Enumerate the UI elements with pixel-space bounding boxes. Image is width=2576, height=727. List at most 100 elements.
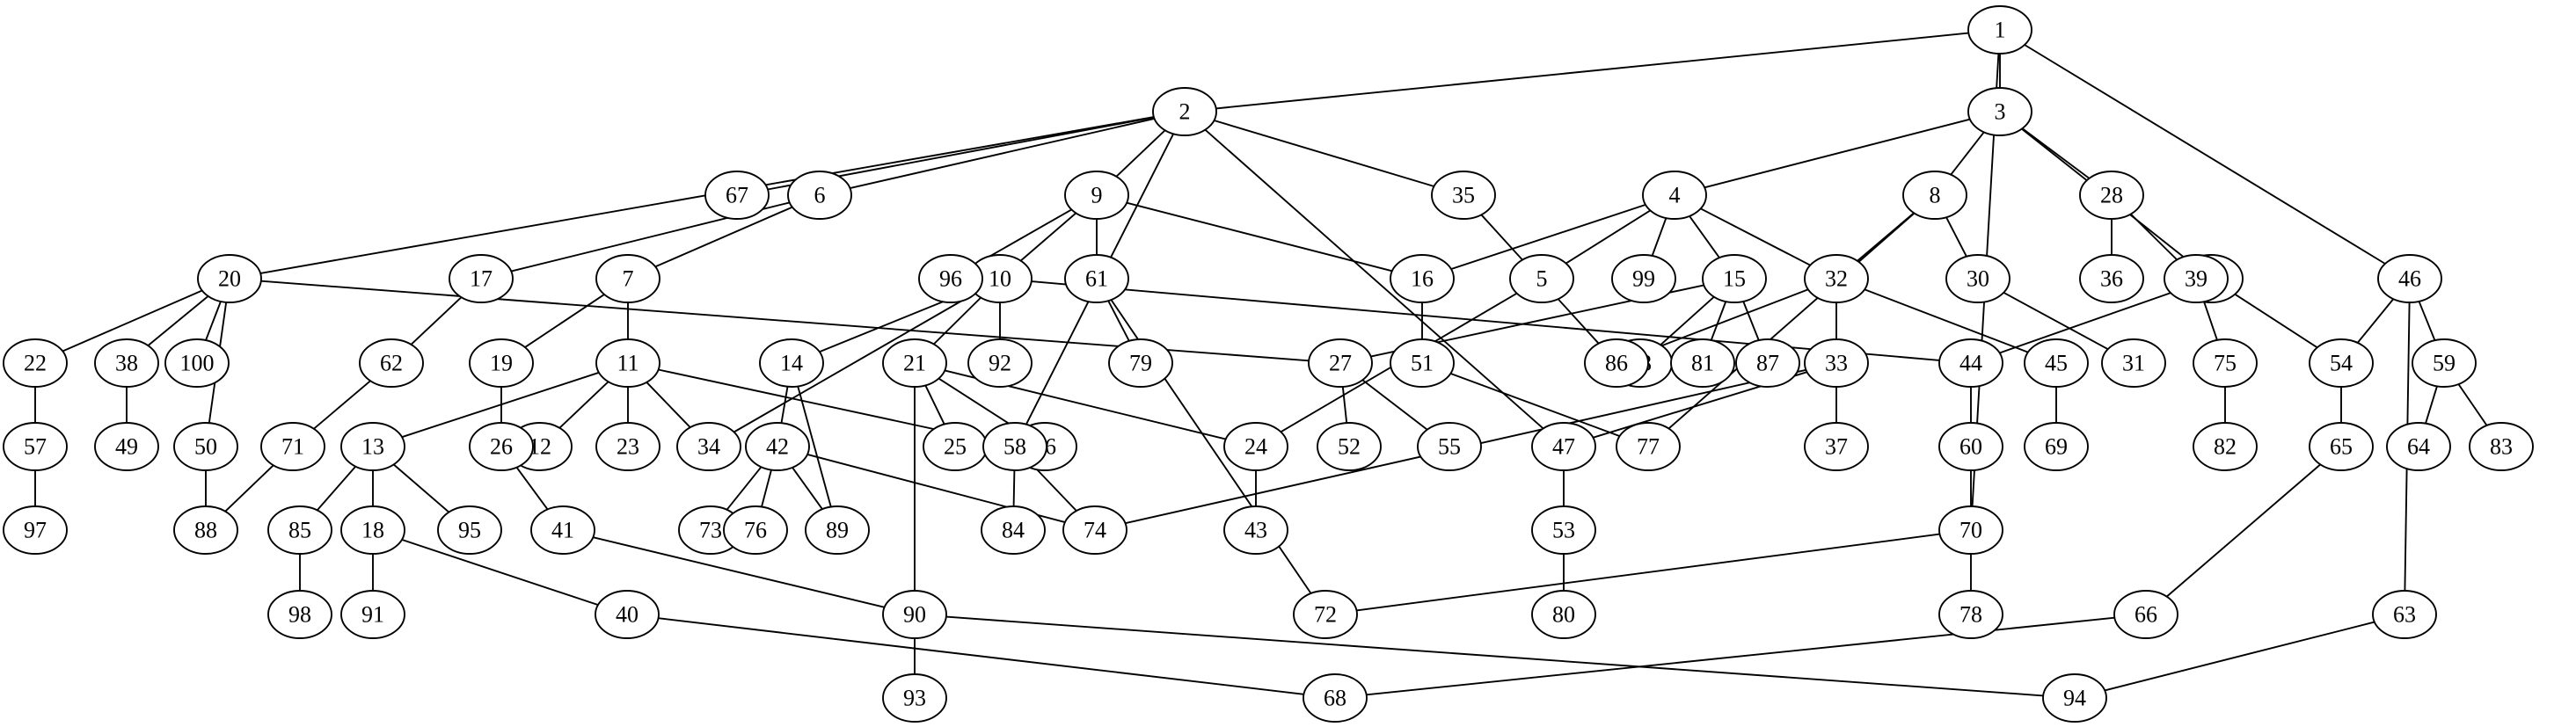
edge-28-39 <box>2130 213 2178 261</box>
edge-46-59 <box>2418 301 2436 341</box>
node-84: 84 <box>981 505 1046 555</box>
edge-3-28 <box>2021 127 2091 179</box>
node-ellipse <box>267 590 332 639</box>
node-98: 98 <box>267 590 332 639</box>
node-24: 24 <box>1223 422 1288 471</box>
node-51: 51 <box>1390 338 1455 388</box>
node-61: 61 <box>1064 254 1129 303</box>
node-ellipse <box>595 338 660 388</box>
node-50: 50 <box>173 422 238 471</box>
node-37: 37 <box>1804 422 1869 471</box>
node-ellipse <box>173 505 238 555</box>
node-label: 86 <box>1605 351 1628 376</box>
node-82: 82 <box>2193 422 2258 471</box>
node-ellipse <box>3 338 68 388</box>
node-15: 15 <box>1702 254 1767 303</box>
node-72: 72 <box>1293 590 1358 639</box>
node-label: 60 <box>1959 434 1982 460</box>
edge-1-2 <box>1215 32 1969 110</box>
edge-17-62 <box>410 296 463 345</box>
node-ellipse <box>1584 338 1649 388</box>
edge-18-40 <box>401 538 599 607</box>
edge-20-38 <box>147 295 209 346</box>
node-93: 93 <box>882 673 947 723</box>
node-1: 1 <box>1967 5 2032 55</box>
node-ellipse <box>2377 254 2442 303</box>
node-81: 81 <box>1670 338 1735 388</box>
node-ellipse <box>704 171 770 220</box>
node-30: 30 <box>1945 254 2010 303</box>
node-label: 8 <box>1930 183 1941 208</box>
node-label: 30 <box>1967 266 1989 292</box>
edge-29-54 <box>2234 293 2318 349</box>
node-2: 2 <box>1152 87 1217 136</box>
node-label: 95 <box>458 518 481 543</box>
node-label: 31 <box>2122 351 2145 376</box>
edge-13-85 <box>316 465 357 512</box>
node-43: 43 <box>1223 505 1288 555</box>
node-65: 65 <box>2309 422 2374 471</box>
node-ellipse <box>1642 171 1707 220</box>
node-label: 68 <box>1324 686 1346 711</box>
node-label: 42 <box>766 434 789 460</box>
node-ellipse <box>882 590 947 639</box>
node-36: 36 <box>2079 254 2144 303</box>
edge-32-86 <box>1644 288 1809 353</box>
node-33: 33 <box>1804 338 1869 388</box>
node-ellipse <box>1945 254 2010 303</box>
node-label: 7 <box>623 266 634 292</box>
edge-71-88 <box>224 464 274 513</box>
node-91: 91 <box>340 590 405 639</box>
node-27: 27 <box>1308 338 1373 388</box>
node-ellipse <box>267 505 332 555</box>
node-ellipse <box>340 590 405 639</box>
node-ellipse <box>787 171 852 220</box>
node-92: 92 <box>967 338 1033 388</box>
node-label: 87 <box>1756 351 1779 376</box>
node-ellipse <box>1317 422 1382 471</box>
edge-9-10 <box>1019 212 1077 262</box>
node-label: 64 <box>2407 434 2430 460</box>
node-ellipse <box>595 254 660 303</box>
node-label: 89 <box>826 518 849 543</box>
node-label: 88 <box>194 518 217 543</box>
node-label: 23 <box>617 434 639 460</box>
node-79: 79 <box>1108 338 1173 388</box>
node-60: 60 <box>1938 422 2003 471</box>
node-label: 17 <box>470 266 493 292</box>
node-ellipse <box>1804 422 1869 471</box>
edge-9-16 <box>1126 201 1393 273</box>
node-20: 20 <box>197 254 262 303</box>
edge-2-47 <box>1204 128 1544 430</box>
node-label: 40 <box>616 602 639 628</box>
node-label: 76 <box>744 518 767 543</box>
node-ellipse <box>2372 590 2437 639</box>
node-ellipse <box>1390 254 1455 303</box>
node-ellipse <box>1938 505 2003 555</box>
node-label: 54 <box>2330 351 2353 376</box>
node-40: 40 <box>595 590 660 639</box>
node-ellipse <box>2193 422 2258 471</box>
node-label: 36 <box>2100 266 2123 292</box>
node-label: 2 <box>1179 99 1191 125</box>
node-label: 90 <box>903 602 926 628</box>
edge-32-45 <box>1864 288 2029 353</box>
edge-14-42 <box>780 386 789 424</box>
node-ellipse <box>3 505 68 555</box>
node-80: 80 <box>1531 590 1596 639</box>
node-99: 99 <box>1611 254 1676 303</box>
node-label: 49 <box>115 434 138 460</box>
node-100: 100 <box>164 338 230 388</box>
node-ellipse <box>1108 338 1173 388</box>
node-ellipse <box>2164 254 2229 303</box>
edge-21-56 <box>938 377 1022 433</box>
node-54: 54 <box>2309 338 2374 388</box>
node-90: 90 <box>882 590 947 639</box>
node-ellipse <box>1064 171 1129 220</box>
node-ellipse <box>1062 505 1127 555</box>
node-label: 61 <box>1085 266 1108 292</box>
node-label: 11 <box>617 351 639 376</box>
node-label: 71 <box>281 434 304 460</box>
edges-layer <box>34 32 2488 697</box>
